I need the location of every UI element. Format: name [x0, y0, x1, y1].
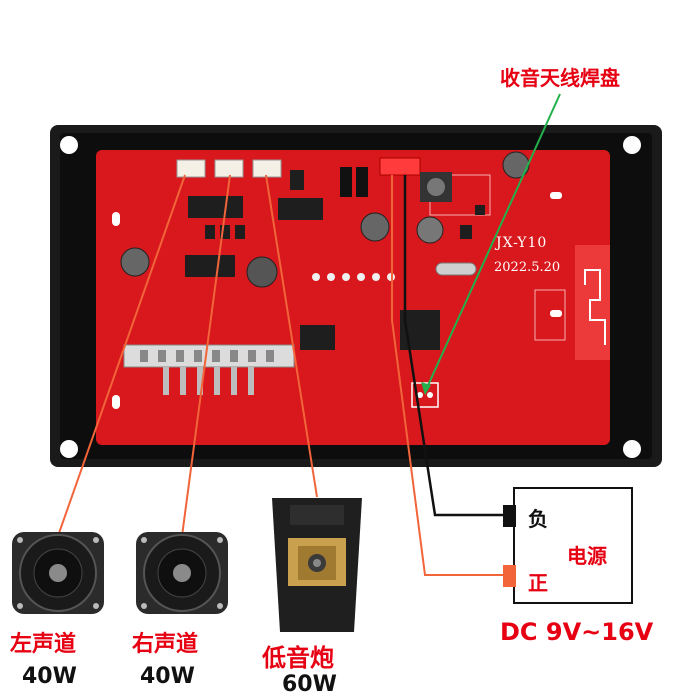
crystal [435, 262, 477, 276]
chip-4 [300, 325, 335, 350]
capacitor-1 [120, 247, 150, 277]
mount-hole-bl [60, 440, 78, 458]
connector-right-ch [214, 159, 244, 178]
connector-sub [252, 159, 282, 178]
positive-terminal [503, 565, 516, 587]
power-box [513, 487, 633, 604]
left-channel-watt: 40W [22, 664, 77, 689]
capacitor-4 [416, 216, 444, 244]
capacitor-3 [360, 212, 390, 242]
diode-2 [356, 167, 368, 197]
connector-left-ch [176, 159, 206, 178]
power-label: 电源 [567, 544, 607, 568]
chip-amp-2 [185, 255, 235, 277]
pcb-board [96, 150, 610, 445]
lead-subwoofer [265, 174, 318, 498]
negative-terminal [503, 505, 516, 527]
board-date-text: 2022.5.20 [494, 260, 561, 275]
lead-right-channel [181, 174, 231, 537]
chip-amp-1 [188, 196, 243, 218]
left-channel-label: 左声道 [10, 632, 77, 657]
right-channel-label: 右声道 [132, 632, 199, 657]
lead-left-channel [57, 174, 186, 537]
capacitor-5 [502, 151, 530, 179]
mount-hole-br [623, 440, 641, 458]
capacitor-2 [246, 256, 278, 288]
subwoofer-unit [272, 498, 362, 632]
subwoofer-watt: 60W [282, 672, 337, 697]
lead-negative [403, 175, 512, 517]
subwoofer-label: 低音炮 [262, 644, 334, 672]
connector-pins [163, 367, 254, 395]
speaker-left [12, 532, 104, 614]
speaker-right [136, 532, 228, 614]
right-channel-watt: 40W [140, 664, 195, 689]
lead-antenna-arrowhead [421, 382, 431, 395]
antenna-pad-outline [411, 382, 439, 408]
negative-label: 负 [528, 507, 548, 531]
positive-label: 正 [528, 571, 548, 595]
board-model-text: JX-Y10 [496, 235, 548, 251]
diode-1 [340, 167, 352, 197]
bt-antenna-trace [584, 269, 606, 345]
lead-antenna [424, 93, 561, 393]
leader-lines [57, 174, 512, 576]
antenna-pad-label: 收音天线焊盘 [500, 66, 620, 90]
lead-positive [391, 175, 512, 576]
mount-hole-tr [623, 136, 641, 154]
mount-hole-tl [60, 136, 78, 154]
chip-amp-3 [278, 198, 323, 220]
dc-range-label: DC 9V~16V [500, 618, 654, 646]
connector-power [379, 157, 421, 176]
